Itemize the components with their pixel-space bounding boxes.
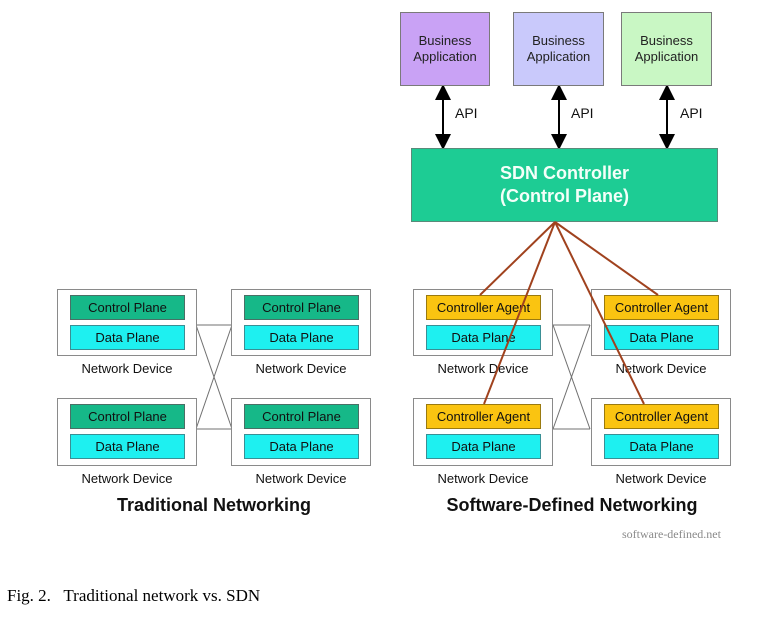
traditional-networking-title: Traditional Networking <box>116 495 312 515</box>
controller-agent: Controller Agent <box>604 295 719 320</box>
sdn-controller-title: SDN Controller <box>499 163 629 183</box>
data-plane: Data Plane <box>426 325 541 350</box>
sdn-network-device: Controller Agent Data Plane <box>413 289 553 356</box>
data-plane: Data Plane <box>426 434 541 459</box>
link-line <box>552 324 591 430</box>
data-plane: Data Plane <box>604 325 719 350</box>
controller-agent: Controller Agent <box>426 295 541 320</box>
control-plane: Control Plane <box>70 404 185 429</box>
controller-agent: Controller Agent <box>604 404 719 429</box>
sdn-controller: SDN Controller (Control Plane) <box>411 148 718 222</box>
traditional-links <box>195 324 233 430</box>
device-label: Network Device <box>255 361 347 376</box>
controller-link <box>554 221 659 296</box>
business-app-label: Business <box>640 33 693 48</box>
device-label: Network Device <box>81 361 173 376</box>
traditional-network-device: Control Plane Data Plane <box>57 398 197 466</box>
business-app-label: Application <box>413 49 477 64</box>
device-label: Network Device <box>615 361 707 376</box>
control-plane: Control Plane <box>70 295 185 320</box>
data-plane: Data Plane <box>604 434 719 459</box>
link-line <box>195 324 233 430</box>
business-app-label: Application <box>526 49 591 64</box>
source-credit: software-defined.net <box>622 527 721 541</box>
api-label: API <box>455 105 478 121</box>
controller-link <box>479 221 556 296</box>
sdn-links <box>552 324 591 430</box>
device-label: Network Device <box>615 471 707 486</box>
control-plane: Control Plane <box>244 295 359 320</box>
api-label: API <box>571 105 594 121</box>
device-label: Network Device <box>81 471 173 486</box>
device-label: Network Device <box>255 471 347 486</box>
controller-agent: Controller Agent <box>426 404 541 429</box>
business-app-label: Application <box>634 49 699 64</box>
api-label: API <box>680 105 703 121</box>
sdn-network-device: Controller Agent Data Plane <box>413 398 553 466</box>
sdn-network-device: Controller Agent Data Plane <box>591 289 731 356</box>
data-plane: Data Plane <box>244 434 359 459</box>
data-plane: Data Plane <box>70 325 185 350</box>
sdn-controller-subtitle: (Control Plane) <box>500 186 629 206</box>
business-app-label: Business <box>418 33 472 48</box>
device-label: Network Device <box>437 361 529 376</box>
sdn-title: Software-Defined Networking <box>446 495 698 515</box>
business-app-label: Business <box>532 33 585 48</box>
traditional-network-device: Control Plane Data Plane <box>231 398 371 466</box>
figure-caption: Fig. 2. Traditional network vs. SDN <box>7 586 261 605</box>
data-plane: Data Plane <box>70 434 185 459</box>
control-plane: Control Plane <box>244 404 359 429</box>
traditional-network-device: Control Plane Data Plane <box>57 289 197 356</box>
traditional-network-device: Control Plane Data Plane <box>231 289 371 356</box>
data-plane: Data Plane <box>244 325 359 350</box>
link-line <box>552 324 591 430</box>
link-line <box>195 324 233 430</box>
device-label: Network Device <box>437 471 529 486</box>
sdn-network-device: Controller Agent Data Plane <box>591 398 731 466</box>
